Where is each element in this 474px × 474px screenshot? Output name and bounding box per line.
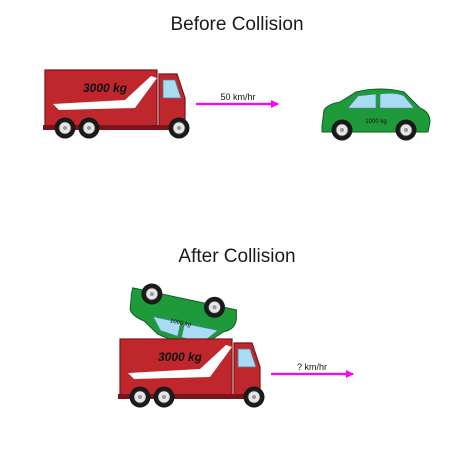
car-before: 1000 kg [321, 88, 431, 141]
after-title: After Collision [178, 246, 295, 267]
car-before-wheel-2 [395, 119, 417, 141]
truck-before-wheel-3 [168, 117, 190, 139]
car-after-mass: 1000 kg [169, 318, 192, 328]
truck-before: 3000 kg [42, 69, 190, 139]
truck-after-wheel-1 [129, 386, 151, 408]
before-title: Before Collision [170, 14, 303, 35]
truck-before-wheel-1 [54, 117, 76, 139]
truck-after-wheel-2 [153, 386, 175, 408]
car-before-wheel-1 [331, 119, 353, 141]
truck-after-wheel-3 [243, 386, 265, 408]
truck-before-wheel-2 [78, 117, 100, 139]
car-after-flipped: 1000 kg [123, 281, 239, 353]
truck-speed-label: 50 km/hr [220, 92, 255, 102]
truck-after: 3000 kg [117, 338, 265, 408]
combined-speed-label: ? km/hr [297, 362, 327, 372]
car-before-mass: 1000 kg [365, 119, 386, 125]
truck-after-mass: 3000 kg [158, 350, 203, 364]
truck-before-mass: 3000 kg [83, 81, 128, 95]
